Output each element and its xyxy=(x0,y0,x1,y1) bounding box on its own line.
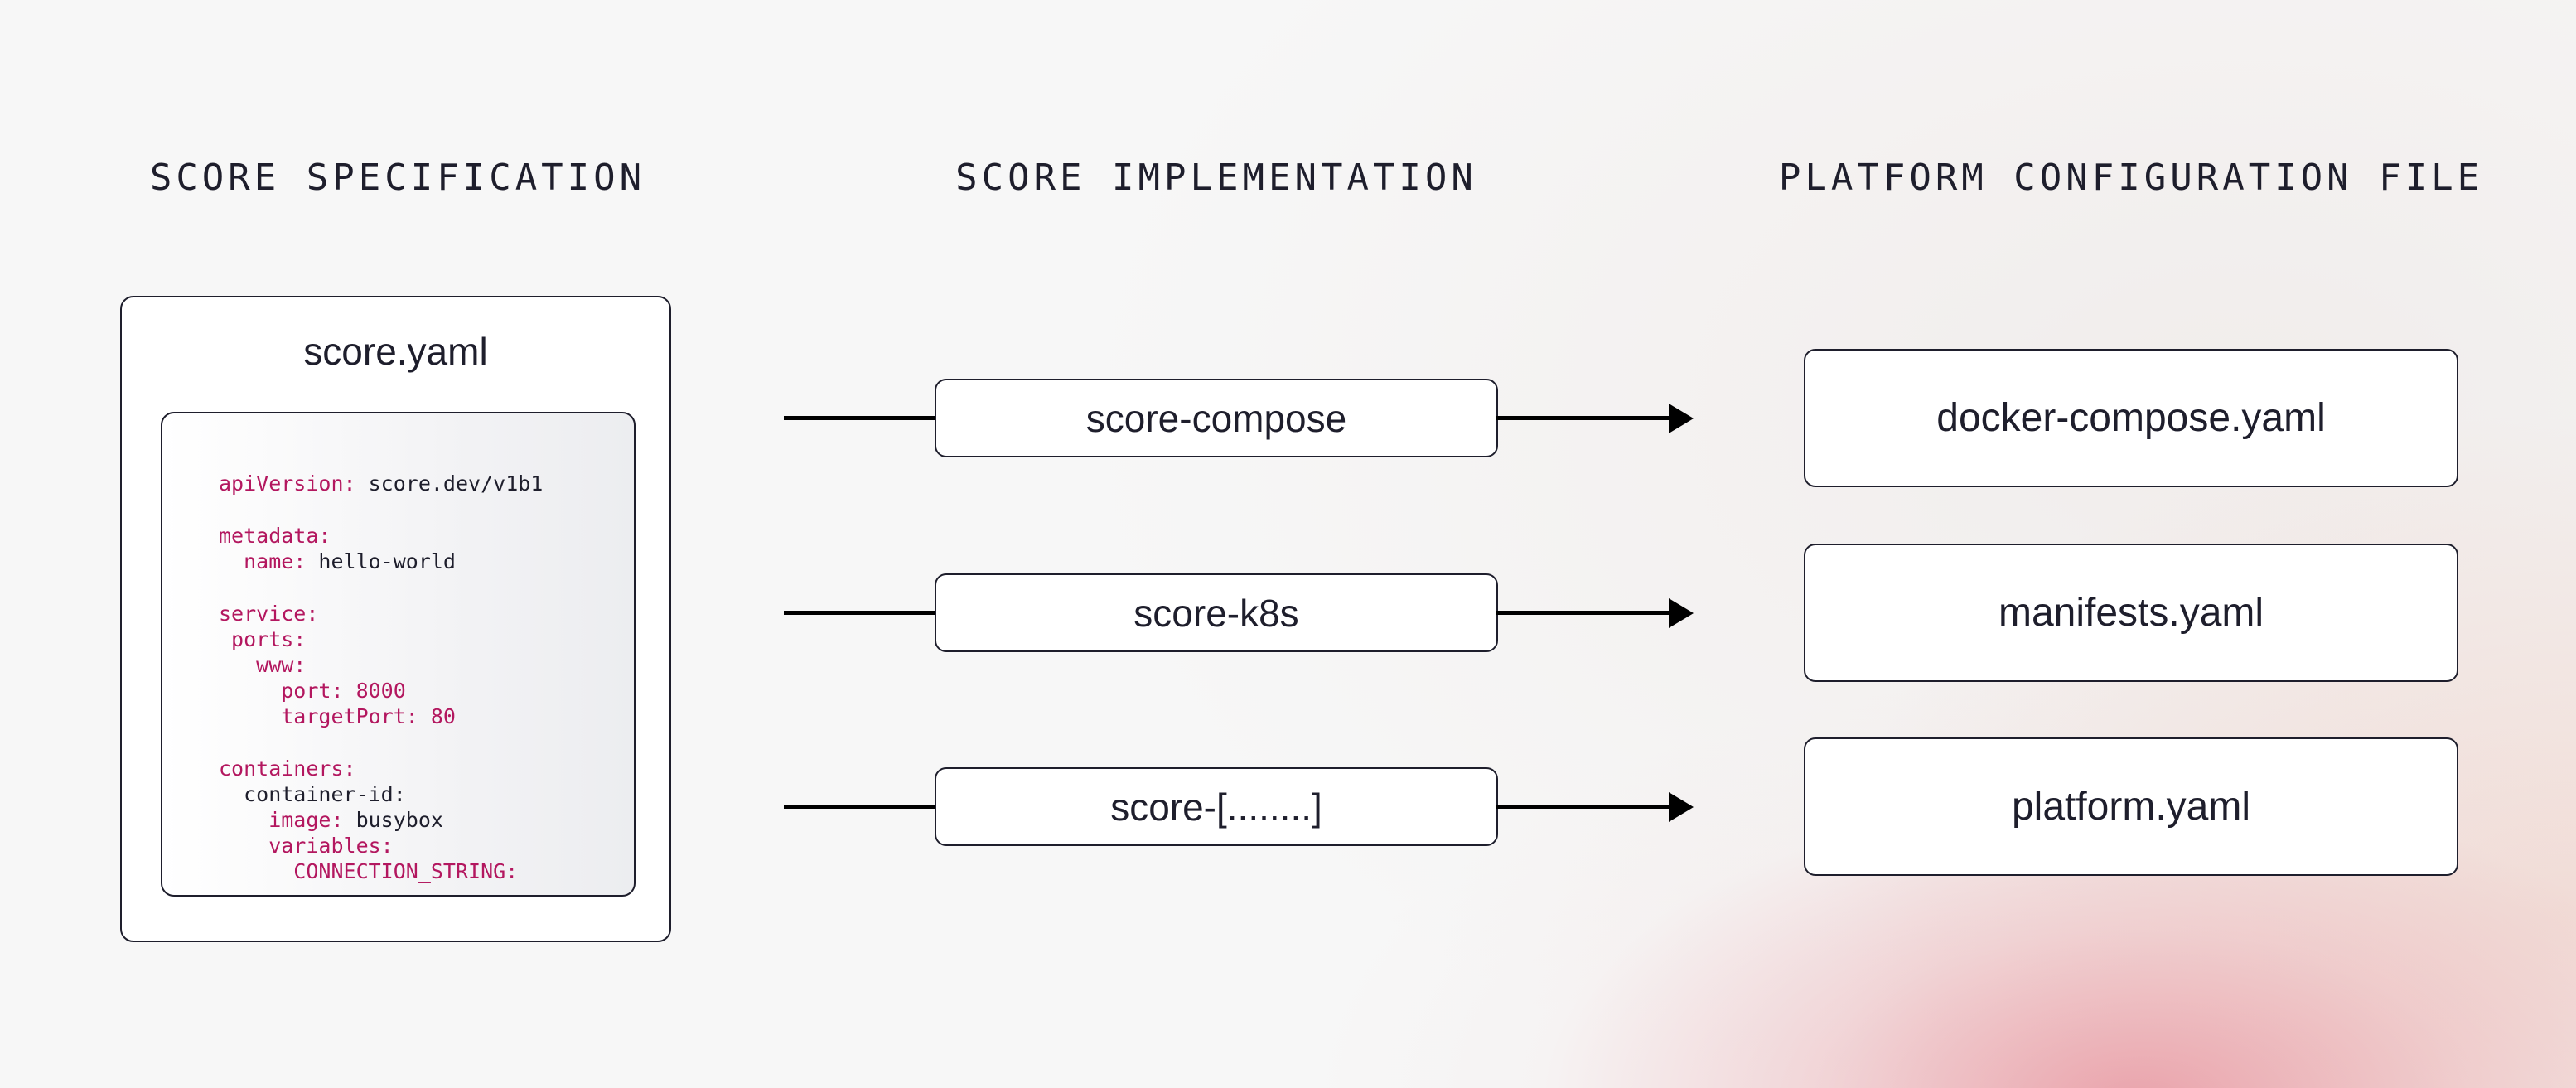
score-yaml-card: score.yaml apiVersion: score.dev/v1b1 me… xyxy=(120,296,671,942)
code-line: ports: xyxy=(219,626,306,652)
code-line: image: busybox xyxy=(219,807,443,833)
code-line: variables: xyxy=(219,833,394,858)
score-k8s-box: score-k8s xyxy=(935,573,1498,652)
code-key: CONNECTION_STRING: xyxy=(219,859,519,883)
code-line: www: xyxy=(219,652,306,678)
code-key: service: xyxy=(219,602,319,626)
arrowhead-2 xyxy=(1669,598,1694,628)
input-line-1 xyxy=(784,416,936,420)
code-key: metadata: xyxy=(219,524,331,548)
code-line: targetPort: 80 xyxy=(219,704,456,729)
code-key: image: xyxy=(219,808,344,832)
code-line: port: 8000 xyxy=(219,678,406,704)
code-line: apiVersion: score.dev/v1b1 xyxy=(219,471,543,496)
code-line: service: xyxy=(219,601,318,626)
arrow-line-1 xyxy=(1496,416,1670,420)
code-value: hello-world xyxy=(306,549,456,573)
code-line: metadata: xyxy=(219,523,331,549)
code-key: targetPort: 80 xyxy=(219,704,456,728)
code-value: busybox xyxy=(343,808,443,832)
input-line-2 xyxy=(784,611,936,615)
code-key: www: xyxy=(219,653,307,677)
code-line: name: hello-world xyxy=(219,549,456,574)
arrow-line-2 xyxy=(1496,611,1670,615)
code-line: container-id: xyxy=(219,781,406,807)
code-key: name: xyxy=(219,549,307,573)
manifests-yaml-box: manifests.yaml xyxy=(1804,544,2458,682)
input-line-3 xyxy=(784,805,936,809)
heading-score-specification: SCORE SPECIFICATION xyxy=(149,157,646,199)
arrow-line-3 xyxy=(1496,805,1670,809)
code-key: variables: xyxy=(219,834,394,858)
arrowhead-1 xyxy=(1669,404,1694,433)
heading-score-implementation: SCORE IMPLEMENTATION xyxy=(955,157,1477,199)
code-key: port: 8000 xyxy=(219,679,406,703)
code-line: CONNECTION_STRING: xyxy=(219,858,518,884)
code-value: container-id: xyxy=(219,782,406,806)
arrowhead-3 xyxy=(1669,792,1694,822)
platform-yaml-box: platform.yaml xyxy=(1804,737,2458,876)
score-yaml-code-block: apiVersion: score.dev/v1b1 metadata: nam… xyxy=(161,412,636,897)
code-key: apiVersion: xyxy=(219,471,356,496)
score-custom-box: score-[........] xyxy=(935,767,1498,846)
code-line: containers: xyxy=(219,756,356,781)
code-key: containers: xyxy=(219,757,356,781)
code-value: score.dev/v1b1 xyxy=(355,471,544,496)
code-key: ports: xyxy=(219,627,307,651)
score-compose-box: score-compose xyxy=(935,379,1498,457)
docker-compose-yaml-box: docker-compose.yaml xyxy=(1804,349,2458,487)
score-yaml-title: score.yaml xyxy=(303,330,488,373)
heading-platform-configuration-file: PLATFORM CONFIGURATION FILE xyxy=(1778,157,2484,199)
